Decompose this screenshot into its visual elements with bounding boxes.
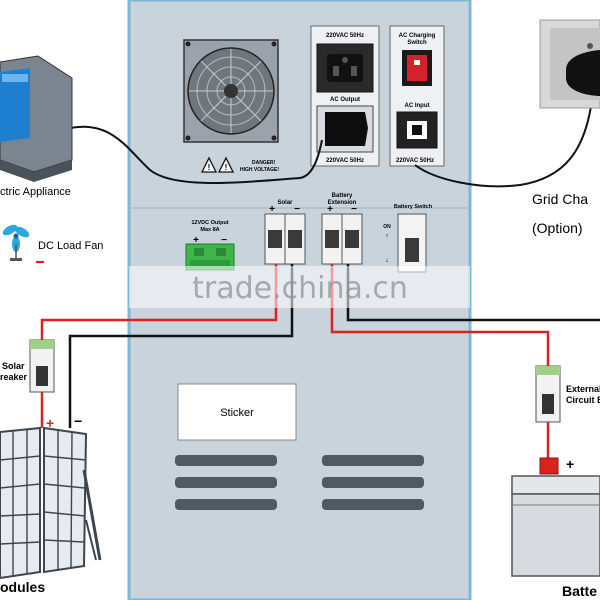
computer-icon	[0, 55, 73, 182]
dc-load-fan-label: DC Load Fan	[38, 240, 103, 252]
danger-label-1: DANGER!	[252, 160, 276, 166]
appliance-cable	[69, 125, 323, 184]
solar-breaker	[29, 339, 55, 393]
warning-glyph: !	[208, 163, 211, 172]
solar-input-breaker: Solar + −	[264, 200, 306, 265]
solar-breaker-label-1: Solar	[2, 361, 25, 371]
external-circuit-breaker	[535, 365, 561, 423]
switch-arrow-icon: ↑	[385, 233, 389, 240]
solar-minus-label: −	[294, 204, 300, 215]
ac-charging-label-2: Switch	[407, 40, 427, 46]
solar-modules	[0, 426, 102, 580]
ac-input-label: AC Input	[405, 103, 430, 109]
sticker-label: Sticker	[220, 407, 254, 419]
battery-minus-label: −	[351, 204, 357, 215]
warning-glyph: !	[225, 163, 228, 172]
watermark-text: trade.china.cn	[192, 271, 408, 306]
battery-plus-label: +	[327, 204, 333, 215]
module-plus-label: +	[46, 415, 54, 431]
grid-charging-label: Grid Cha	[532, 191, 588, 207]
ac-charging-label-1: AC Charging	[399, 33, 436, 39]
ac-in-bottom-label: 220VAC 50Hz	[396, 158, 434, 164]
battery-switch-lever[interactable]	[405, 238, 419, 262]
grid-socket	[539, 19, 600, 109]
dc-output-terminal: 12VDC Output Max 8A + −	[185, 220, 235, 271]
grid-plug	[566, 50, 600, 96]
dc-plus-label: +	[193, 235, 199, 246]
external-circuit-label-2: Circuit B	[566, 395, 600, 405]
battery-ext-label-2: Extension	[328, 200, 357, 206]
dc-output-label-1: 12VDC Output	[191, 220, 228, 226]
battery-switch: Battery Switch ON ↑ ↓	[383, 204, 433, 273]
module-minus-label: −	[74, 413, 82, 429]
battery-switch-label: Battery Switch	[394, 204, 433, 210]
battery-extension-breaker: Battery Extension + −	[321, 193, 363, 265]
dc-output-label-2: Max 8A	[200, 227, 219, 233]
high-voltage-warning: ! ! DANGER! HIGH VOLTAGE!	[200, 156, 279, 173]
ac-out-bottom-label: 220VAC 50Hz	[326, 158, 364, 164]
switch-arrow-icon: ↓	[385, 257, 389, 264]
ac-output-plug	[325, 112, 368, 146]
grid-option-label: (Option)	[532, 220, 583, 236]
dc-fan-icon	[2, 224, 30, 261]
battery-ext-label-1: Battery	[332, 193, 353, 199]
battery	[511, 457, 600, 577]
battery-label: Batte	[562, 583, 597, 599]
grid-cable	[414, 99, 593, 188]
battery-plus-label-outer: +	[566, 456, 574, 472]
solar-plus-label: +	[269, 204, 275, 215]
dc-minus-label: −	[221, 235, 227, 246]
battery-switch-on-label: ON	[383, 224, 391, 230]
solar-breaker-label-2: reaker	[0, 372, 28, 382]
vent-slots	[175, 455, 424, 510]
sticker-box	[177, 383, 297, 441]
ac-out-top-label: 220VAC 50Hz	[326, 33, 364, 39]
danger-label-2: HIGH VOLTAGE!	[240, 167, 279, 173]
ac-output-label: AC Output	[330, 97, 360, 103]
solar-modules-label: odules	[0, 579, 45, 595]
cooling-fan	[183, 39, 279, 143]
ac-input-section: AC Charging Switch AC Input 220VAC 50Hz	[389, 25, 445, 167]
watermark-band	[129, 266, 470, 308]
electric-appliance-label: ctric Appliance	[0, 186, 71, 198]
external-circuit-label-1: External	[566, 384, 600, 394]
solar-label: Solar	[277, 200, 293, 206]
